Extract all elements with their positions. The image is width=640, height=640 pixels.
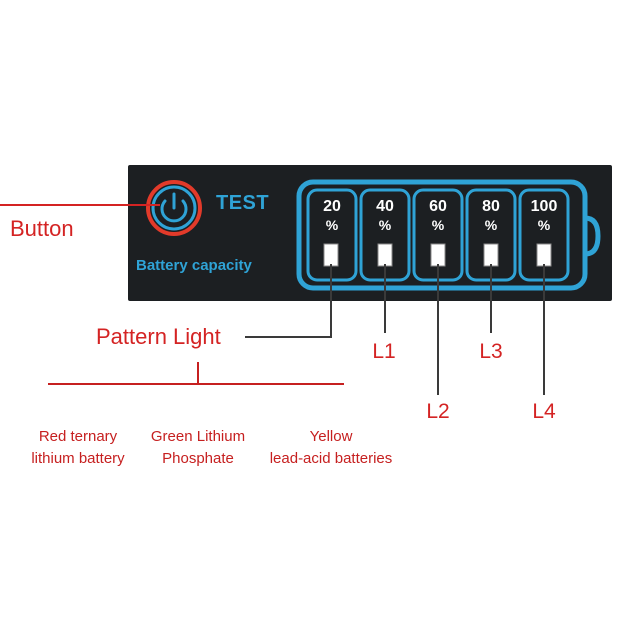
led-window <box>377 243 393 267</box>
level-100-unit: % <box>537 217 551 233</box>
l3-label: L3 <box>479 340 503 363</box>
led-window <box>323 243 339 267</box>
pattern-light-leader-line <box>245 264 332 338</box>
led-window <box>536 243 552 267</box>
level-100-value: 100 <box>530 198 558 215</box>
level-80-unit: % <box>484 217 498 233</box>
led-window <box>483 243 499 267</box>
battery-terminal <box>584 215 601 257</box>
level-60-value: 60 <box>429 198 447 215</box>
indicator-panel <box>128 165 612 301</box>
pattern-light-callout: Pattern Light <box>96 324 221 349</box>
level-20-unit: % <box>325 217 339 233</box>
level-40-value: 40 <box>376 198 394 215</box>
battery-outline <box>296 179 588 291</box>
battery-type-note: Green Lithium Phosphate <box>138 426 258 470</box>
note-line: lithium battery <box>31 450 125 467</box>
battery-type-note: Yellow lead-acid batteries <box>256 426 406 470</box>
note-line: Phosphate <box>162 450 234 467</box>
l2-label: L2 <box>426 400 450 423</box>
test-label: TEST <box>216 192 270 214</box>
level-60-unit: % <box>431 217 445 233</box>
note-line: Red ternary <box>38 428 118 445</box>
note-line: Green Lithium <box>150 428 246 445</box>
battery-capacity-label: Battery capacity <box>136 257 252 274</box>
level-20-value: 20 <box>323 198 341 215</box>
battery-type-note: Red ternary lithium battery <box>16 426 140 470</box>
led-window <box>430 243 446 267</box>
l1-label: L1 <box>372 340 396 363</box>
level-80-value: 80 <box>482 198 500 215</box>
button-callout: Button <box>10 216 74 241</box>
l4-label: L4 <box>532 400 556 423</box>
note-line: lead-acid batteries <box>269 450 393 467</box>
level-40-unit: % <box>378 217 392 233</box>
note-line: Yellow <box>309 428 353 445</box>
power-icon[interactable] <box>143 177 205 239</box>
